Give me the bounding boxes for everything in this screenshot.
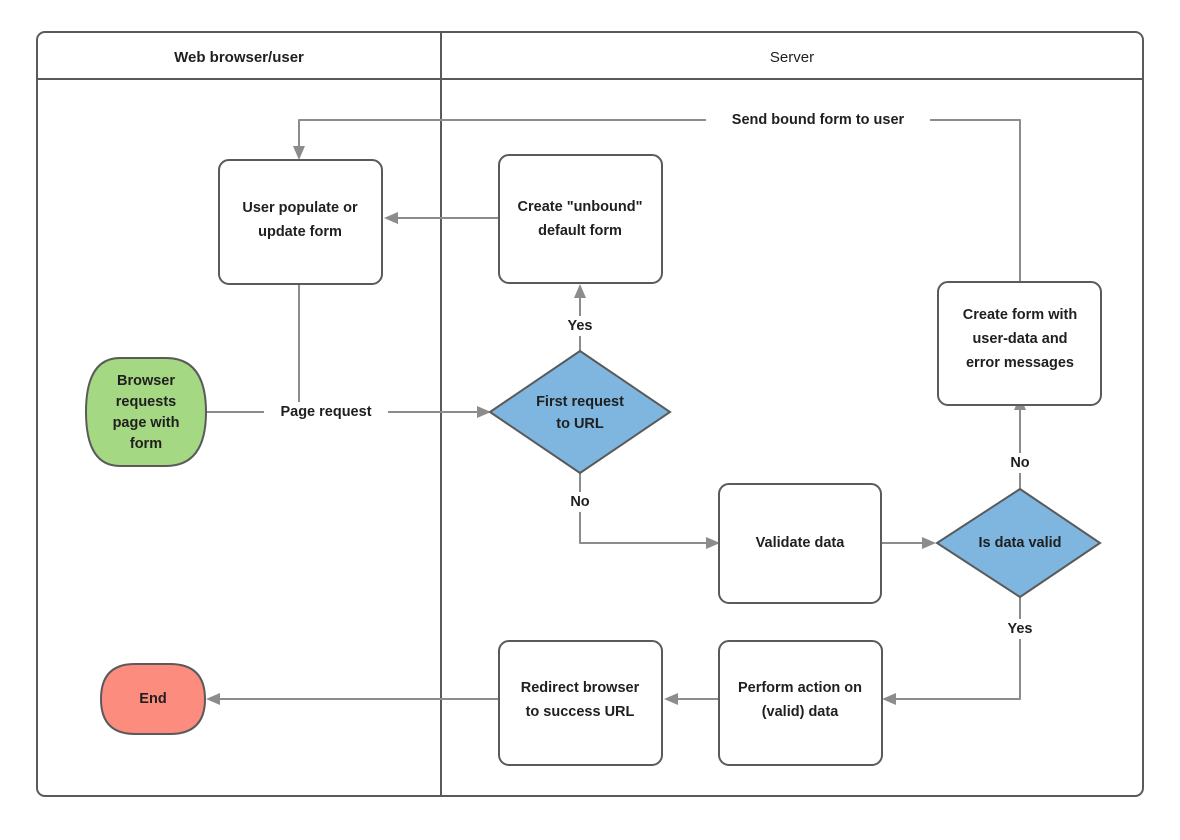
- edge-first-request-yes: Yes: [558, 284, 602, 351]
- node-create-form-errors-line-3: error messages: [966, 355, 1074, 371]
- node-perform-action-line-1: Perform action on: [738, 680, 862, 696]
- edge-page-request-label: Page request: [280, 404, 371, 420]
- node-redirect-browser-line-1: Redirect browser: [521, 680, 640, 696]
- node-perform-action-shape[interactable]: [718, 640, 883, 766]
- node-user-populate-form-line-1: User populate or: [242, 200, 358, 216]
- edge-page-request: Page request: [206, 402, 491, 422]
- node-browser-requests-page-line-3: page with: [113, 415, 180, 431]
- node-browser-requests-page-shape[interactable]: [84, 357, 208, 467]
- node-create-unbound-form-shape[interactable]: [498, 154, 663, 284]
- edge-first-request-no: No: [558, 473, 720, 549]
- node-browser-requests-page-line-4: form: [130, 436, 162, 452]
- node-end-shape[interactable]: [99, 663, 207, 735]
- node-browser-requests-page-line-2: requests: [116, 394, 176, 410]
- node-validate-data-line-1: Validate data: [756, 535, 846, 551]
- node-perform-action-line-2: (valid) data: [762, 704, 839, 720]
- node-perform-action[interactable]: Perform action on (valid) data: [718, 640, 883, 766]
- edge-valid-yes: Yes: [882, 597, 1044, 705]
- node-is-data-valid-shape[interactable]: [935, 487, 1102, 599]
- edge-valid-yes-arrowhead: [882, 693, 896, 705]
- node-redirect-browser-line-2: to success URL: [526, 704, 635, 720]
- node-create-unbound-form-line-2: default form: [538, 223, 622, 239]
- node-first-request-to-url-line-2: to URL: [556, 416, 604, 432]
- edge-first-request-yes-label: Yes: [568, 318, 593, 334]
- edge-first-request-no-arrowhead: [706, 537, 720, 549]
- edge-send-bound-form-label-bg: [706, 110, 930, 130]
- node-validate-data-shape[interactable]: [718, 483, 882, 604]
- node-first-request-to-url[interactable]: First request to URL: [488, 349, 672, 475]
- node-create-form-errors-line-1: Create form with: [963, 307, 1077, 323]
- node-create-form-errors[interactable]: Create form with user-data and error mes…: [937, 281, 1102, 406]
- edge-valid-yes-label: Yes: [1008, 621, 1033, 637]
- edge-perform-to-redirect: [664, 693, 719, 705]
- node-browser-requests-page[interactable]: Browser requests page with form: [84, 357, 208, 467]
- node-create-form-errors-shape[interactable]: [937, 281, 1102, 406]
- node-end[interactable]: End: [99, 663, 207, 735]
- node-validate-data[interactable]: Validate data: [718, 483, 882, 604]
- node-create-unbound-form[interactable]: Create "unbound" default form: [498, 154, 663, 284]
- edge-send-bound-form-path: [298, 119, 1021, 282]
- edge-redirect-to-end-arrowhead: [206, 693, 220, 705]
- node-first-request-to-url-line-1: First request: [536, 394, 624, 410]
- edge-first-request-no-label: No: [570, 494, 589, 510]
- edge-invalid-no-label: No: [1010, 455, 1029, 471]
- edge-first-request-yes-label-bg: [558, 316, 602, 336]
- node-create-unbound-form-line-1: Create "unbound": [518, 199, 643, 215]
- node-create-form-errors-line-2: user-data and: [972, 331, 1067, 347]
- node-end-label: End: [139, 691, 166, 707]
- node-is-data-valid[interactable]: Is data valid: [935, 487, 1102, 599]
- pool-title-server: Server: [770, 49, 814, 66]
- edge-send-bound-form: Send bound form to user: [293, 110, 1021, 282]
- node-first-request-to-url-shape[interactable]: [488, 349, 672, 475]
- node-browser-requests-page-line-1: Browser: [117, 373, 175, 389]
- edge-page-request-arrowhead: [477, 406, 491, 418]
- edge-redirect-to-end: [206, 693, 499, 705]
- edge-unbound-to-user-arrowhead: [384, 212, 398, 224]
- edge-invalid-no: No: [998, 396, 1042, 489]
- edge-invalid-no-label-bg: [998, 453, 1042, 473]
- edge-first-request-yes-arrowhead: [574, 284, 586, 298]
- node-redirect-browser-shape[interactable]: [498, 640, 663, 766]
- node-user-populate-form-line-2: update form: [258, 224, 342, 240]
- edge-send-bound-form-arrowhead: [293, 146, 305, 160]
- edge-send-bound-form-label: Send bound form to user: [732, 112, 905, 128]
- edge-page-request-label-bg: [264, 402, 388, 422]
- edge-valid-yes-label-bg: [996, 619, 1044, 639]
- edge-perform-to-redirect-arrowhead: [664, 693, 678, 705]
- node-redirect-browser[interactable]: Redirect browser to success URL: [498, 640, 663, 766]
- edge-first-request-no-label-bg: [558, 492, 602, 512]
- node-is-data-valid-line-1: Is data valid: [978, 535, 1061, 551]
- node-user-populate-form[interactable]: User populate or update form: [218, 159, 383, 285]
- node-user-populate-form-shape[interactable]: [218, 159, 383, 285]
- edge-unbound-to-user: [384, 212, 499, 224]
- pool-title-browser: Web browser/user: [174, 49, 304, 66]
- edge-validate-to-check-arrowhead: [922, 537, 936, 549]
- edge-validate-to-check: [880, 537, 936, 549]
